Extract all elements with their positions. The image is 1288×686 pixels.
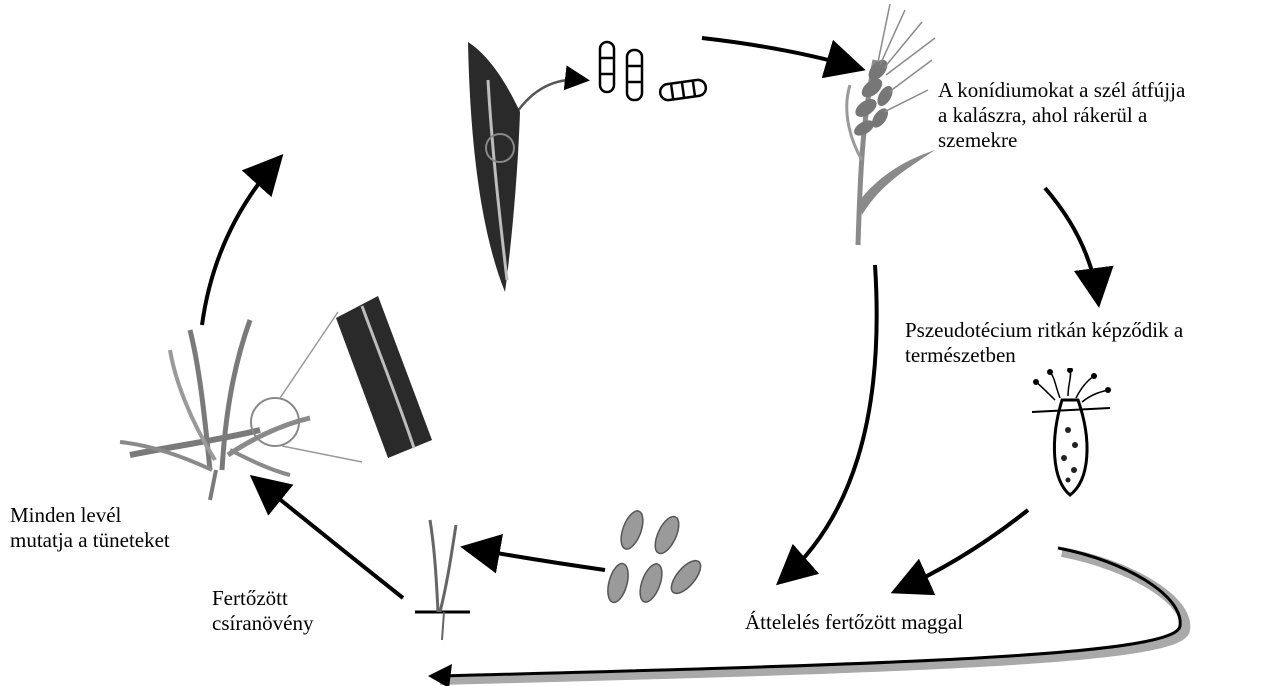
label-infected-seedling-line2: csíranövény <box>212 611 313 636</box>
label-infected-seedling-line1: Fertőzött <box>212 586 313 611</box>
label-conidia-wind-line3: szemekre <box>938 128 1185 153</box>
label-all-leaves: Minden levél mutatja a tüneteket <box>10 503 170 553</box>
label-infected-seedling: Fertőzött csíranövény <box>212 586 313 636</box>
label-all-leaves-line1: Minden levél <box>10 503 170 528</box>
label-pseudothecium: Pszeudotécium ritkán képződik a természe… <box>905 318 1183 368</box>
pseudothecium-illustration <box>1032 367 1111 495</box>
label-conidia-wind: A konídiumokat a szél átfújja a kalászra… <box>938 78 1185 153</box>
label-pseudothecium-line2: természetben <box>905 343 1183 368</box>
infected-leaf-illustration <box>468 42 520 292</box>
label-all-leaves-line2: mutatja a tüneteket <box>10 528 170 553</box>
seedling-illustration <box>415 520 470 640</box>
arrow-ear-to-seeds <box>782 265 877 580</box>
wheat-ear-illustration <box>847 4 935 245</box>
label-conidia-wind-line2: a kalászra, ahol rákerül a <box>938 103 1185 128</box>
infected-seeds-illustration <box>604 508 706 605</box>
leaf-closeup-illustration <box>336 296 432 458</box>
label-conidia-wind-line1: A konídiumokat a szél átfújja <box>938 78 1185 103</box>
arrow-plant-to-leaf <box>202 160 278 325</box>
arrow-seeds-to-seedling <box>468 548 605 570</box>
arrow-spores-to-ear <box>702 38 858 68</box>
arrow-seedling-to-plant <box>256 480 403 598</box>
arrow-ear-to-pseudothecium <box>1045 188 1098 300</box>
arrow-pseudothecium-to-overwintering <box>898 510 1028 590</box>
label-pseudothecium-line1: Pszeudotécium ritkán képződik a <box>905 318 1183 343</box>
diseased-plant-illustration <box>120 312 362 500</box>
label-overwintering-line1: Áttelelés fertőzött maggal <box>745 610 963 635</box>
arrow-leaf-to-spores <box>513 79 585 118</box>
label-overwintering: Áttelelés fertőzött maggal <box>745 610 963 635</box>
conidia-illustration <box>600 42 707 101</box>
